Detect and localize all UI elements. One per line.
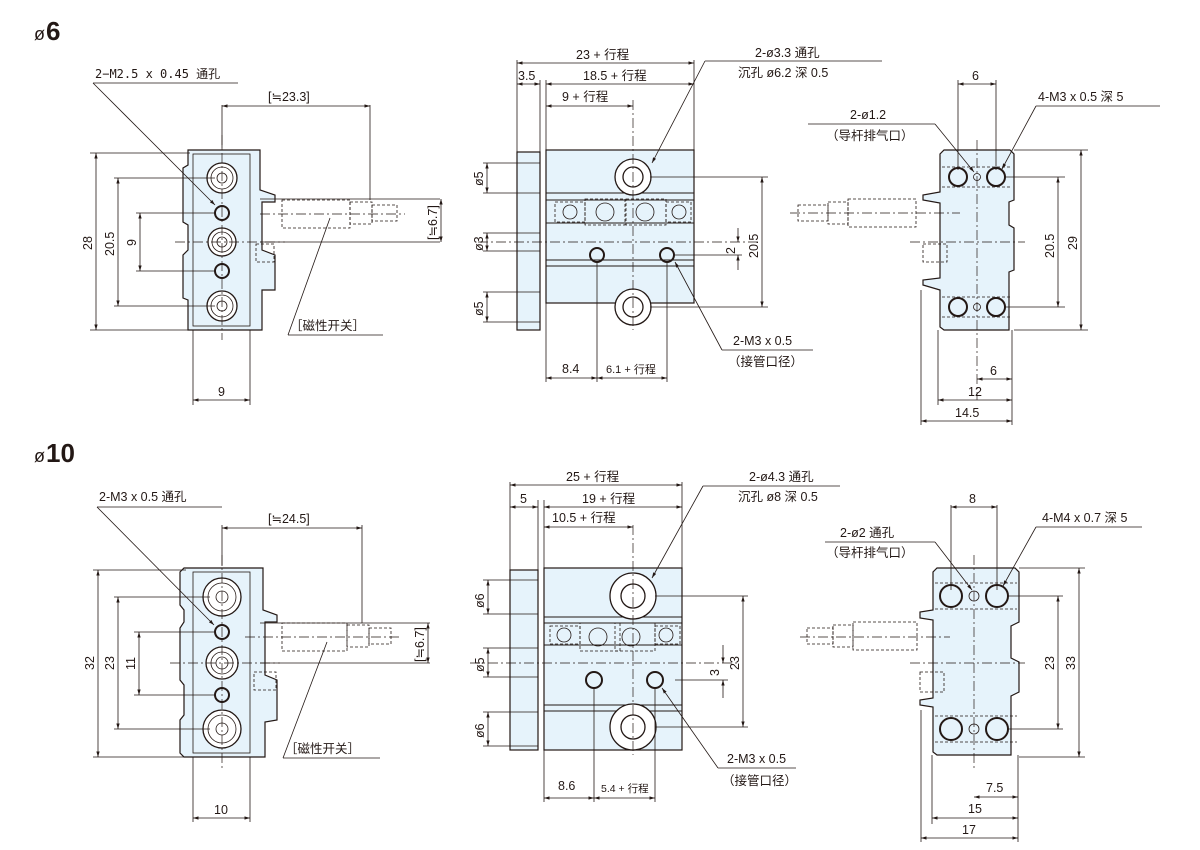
diameter-symbol: ø	[34, 24, 45, 44]
thru-hole	[214, 624, 230, 640]
callout-vent-2: （导杆排气口）	[826, 128, 914, 143]
dim-total: 23 + 行程	[576, 47, 630, 62]
bore-size: 6	[46, 16, 61, 46]
dim-hole: 9 + 行程	[562, 89, 609, 104]
dim-half: 7.5	[986, 781, 1003, 795]
rear-plate	[922, 149, 1015, 331]
callout-thru-holes: 2-M3 x 0.5 通孔	[99, 490, 187, 504]
dim-height: 33	[1064, 656, 1078, 670]
dim-width: 12	[968, 385, 982, 399]
end-view-d6: [≒23.3] 28 20.5 9 9 [≒6.7] 2−M2.5 x 0.45…	[81, 67, 443, 405]
callout-thru-1: 2-ø4.3 通孔	[749, 470, 814, 484]
dim-hole-pitch: 20.5	[747, 234, 761, 258]
bore-size: 10	[46, 438, 75, 468]
section-title-d10: ø10	[34, 438, 75, 469]
callout-thru-holes: 2−M2.5 x 0.45 通孔	[95, 67, 220, 81]
callout-port-2: （接管口径）	[728, 354, 803, 369]
dim-port-x: 8.4	[562, 362, 579, 376]
callout-vent-1: 2-ø1.2	[850, 108, 886, 122]
dim-plate: 3.5	[518, 69, 535, 83]
callout-port-1: 2-M3 x 0.5	[733, 334, 792, 348]
callout-thru-1: 2-ø3.3 通孔	[755, 46, 820, 60]
dim-height: 29	[1066, 236, 1080, 250]
dim-rod-bot: ø6	[473, 723, 487, 738]
dim-rod-top: ø5	[472, 171, 486, 186]
callout-vent-1: 2-ø2 通孔	[840, 526, 895, 540]
callout-thru-2: 沉孔 ø6.2 深 0.5	[738, 66, 828, 80]
dim-port-offset: 2	[724, 247, 738, 254]
dim-rod-mid: ø5	[473, 657, 487, 672]
dim-inner-pitch: 11	[124, 657, 138, 670]
dim-port-x: 8.6	[558, 779, 575, 793]
dim-hole-pitch-y: 23	[1043, 656, 1057, 670]
dim-width: 15	[968, 802, 982, 816]
dim-outer-pitch: 20.5	[103, 232, 117, 256]
dim-body: 19 + 行程	[582, 491, 636, 506]
rear-view-d6: 6 20.5 29 6 12 14.5 2-ø1.2 （导杆排气口） 4-M3 …	[790, 69, 1160, 425]
dim-plate: 5	[520, 492, 527, 506]
dim-hole-pitch-y: 20.5	[1043, 234, 1057, 258]
dim-hole: 10.5 + 行程	[552, 510, 616, 525]
end-plate-inner	[192, 153, 251, 327]
section-title-d6: ø6	[34, 16, 60, 47]
rear-view-d10: 8 23 33 7.5 15 17 2-ø2 通孔 （导杆排气口） 4-M4 x…	[800, 492, 1142, 842]
switch-label: ［磁性开关］	[285, 741, 360, 756]
diameter-symbol: ø	[34, 446, 45, 466]
dim-inner-pitch: 9	[125, 239, 139, 246]
end-view-d10: [≒24.5] 32 23 11 10 [≒6.7] 2-M3 x 0.5 通孔…	[83, 490, 430, 822]
dim-hole-pitch-x: 8	[969, 492, 976, 506]
dim-height: 32	[83, 656, 97, 670]
rod-plate	[509, 569, 539, 751]
dim-port-offset: 3	[708, 669, 722, 676]
callout-thru-2: 沉孔 ø8 深 0.5	[738, 490, 818, 504]
dim-switch-height: [≒6.7]	[426, 205, 440, 240]
callout-vent-2: （导杆排气口）	[826, 545, 914, 560]
dim-switch-height: [≒6.7]	[413, 627, 427, 662]
dim-rod-mid: ø3	[472, 236, 486, 251]
rear-plate	[919, 567, 1020, 756]
dim-rod-bot: ø5	[472, 301, 486, 316]
rod-plate	[516, 151, 541, 331]
dim-height: 28	[81, 236, 95, 250]
side-view-d10: 25 + 行程 5 19 + 行程 10.5 + 行程 ø6 ø5 ø6 23 …	[470, 469, 840, 802]
side-view-d6: 23 + 行程 3.5 18.5 + 行程 9 + 行程 ø5 ø3 ø5 20…	[472, 46, 882, 382]
dim-switch-length: [≒24.5]	[268, 512, 310, 526]
dim-port-pitch: 6.1 + 行程	[606, 363, 656, 376]
dim-total: 25 + 行程	[566, 469, 620, 484]
dim-port-pitch: 5.4 + 行程	[601, 782, 649, 795]
switch-label: ［磁性开关］	[290, 318, 365, 333]
dim-switch-length: [≒23.3]	[268, 90, 310, 104]
dim-outer-pitch: 23	[103, 656, 117, 670]
callout-port-2: （接管口径）	[722, 773, 797, 788]
callout-tap: 4-M4 x 0.7 深 5	[1042, 511, 1127, 525]
dim-width: 10	[214, 803, 228, 817]
dim-hole-pitch-x: 6	[972, 69, 979, 83]
dim-overall: 17	[962, 823, 976, 837]
callout-tap: 4-M3 x 0.5 深 5	[1038, 90, 1123, 104]
dim-half: 6	[990, 364, 997, 378]
dim-overall: 14.5	[955, 406, 979, 420]
dim-body: 18.5 + 行程	[583, 68, 647, 83]
dim-width: 9	[218, 385, 225, 399]
callout-port-1: 2-M3 x 0.5	[727, 752, 786, 766]
dim-hole-pitch: 23	[728, 656, 742, 670]
dim-rod-top: ø6	[473, 593, 487, 608]
